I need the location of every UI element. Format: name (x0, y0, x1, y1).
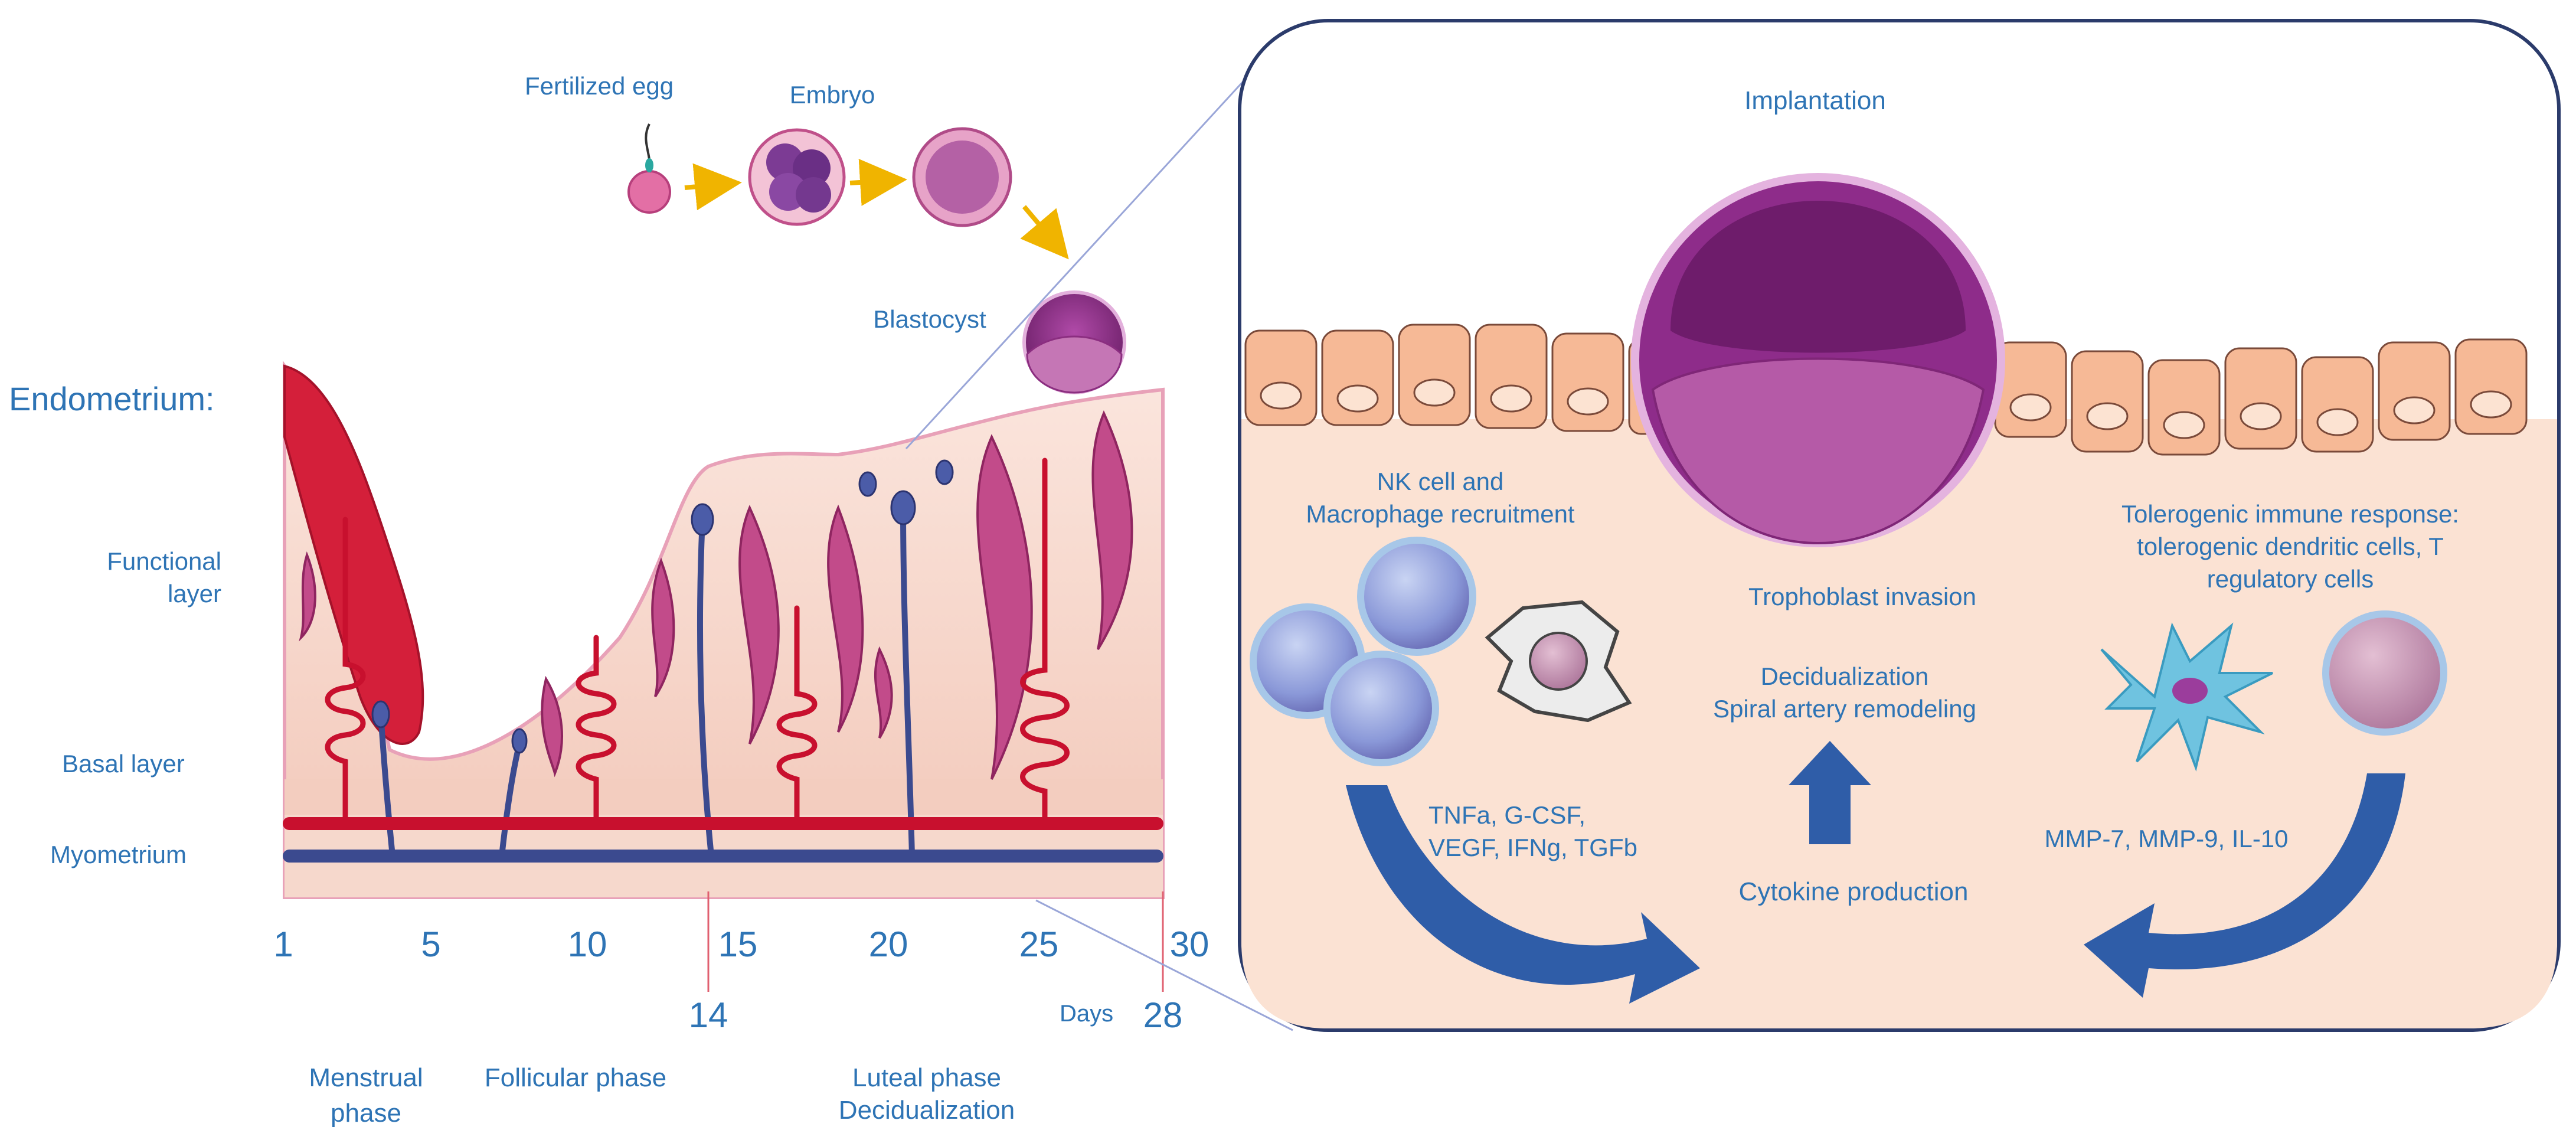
cytokines-right-label: MMP-7, MMP-9, IL-10 (2044, 825, 2288, 852)
nk-recruitment-label-2: Macrophage recruitment (1306, 500, 1575, 528)
follicular-phase-label: Follicular phase (485, 1063, 666, 1092)
luteal-phase-label-2: Decidualization (839, 1096, 1015, 1125)
day-axis: 1 5 10 15 20 25 30 14 28 Days (273, 891, 1209, 1035)
blastocoel-cavity (1671, 201, 1966, 353)
spiral-remodeling-label: Spiral artery remodeling (1713, 695, 1976, 723)
tick-label: 1 (273, 925, 293, 964)
uterine-glands (299, 410, 1133, 780)
embryo-cell (793, 149, 831, 187)
days-label: Days (1060, 1001, 1113, 1027)
fertilized-egg-label: Fertilized egg (525, 72, 674, 100)
functional-layer-label-2: layer (168, 580, 221, 607)
left-curved-arrow (1346, 785, 1700, 1004)
epithelium (1244, 324, 2528, 456)
cytokines-left-label-2: VEGF, IFNg, TGFb (1428, 834, 1637, 861)
tick-label: 10 (568, 925, 607, 964)
menstrual-phase-label-1: Menstrual (309, 1063, 423, 1092)
embryo-label: Embryo (790, 81, 875, 109)
dendritic-cell-nucleus (2172, 678, 2208, 704)
basal-layer-label: Basal layer (62, 750, 185, 778)
embryo-development: Fertilized egg Embryo Blastocyst (525, 72, 1126, 394)
tolerogenic-label-3: regulatory cells (2207, 565, 2374, 593)
development-arrow (1020, 205, 1069, 260)
t-regulatory-cell (2322, 610, 2447, 736)
vein-bulbs (371, 459, 954, 754)
tolerogenic-label-1: Tolerogenic immune response: (2121, 500, 2459, 528)
implantation-label: Implantation (1744, 86, 1886, 115)
menstrual-phase-label-2: phase (331, 1099, 401, 1128)
inner-cell-mass (1651, 357, 1985, 545)
zoom-line (1035, 899, 1293, 1031)
cytokines-left-label-1: TNFa, G-CSF, (1428, 801, 1586, 829)
nk-cell (1323, 651, 1439, 766)
fertilized-egg (627, 170, 671, 214)
tick-label: 30 (1170, 925, 1209, 964)
day-28-label: 28 (1143, 995, 1183, 1035)
menstrual-shedding (283, 364, 424, 745)
spiral-arteries (325, 458, 1070, 827)
luteal-phase-label-1: Luteal phase (852, 1063, 1001, 1092)
tolerogenic-label-2: tolerogenic dendritic cells, T (2137, 533, 2444, 560)
endometrium-label: Endometrium: (9, 380, 215, 417)
tick-label: 20 (869, 925, 908, 964)
implantation-panel: Implantation NK cell and Macrophage recr… (1238, 19, 2561, 1032)
nk-cell (1357, 537, 1476, 656)
blastocyst-inner-mass (1026, 335, 1123, 394)
tick-label: 5 (421, 925, 440, 964)
basal-layer-band (285, 779, 1163, 815)
right-curved-arrow (2084, 773, 2405, 998)
sperm-head (645, 158, 653, 172)
functional-layer-label-1: Functional (107, 547, 221, 575)
endometrium-section (283, 360, 1165, 899)
development-arrow (684, 163, 742, 211)
up-arrow (1789, 741, 1871, 844)
tick-label: 25 (1019, 925, 1059, 964)
trophoblast-invasion-label: Trophoblast invasion (1748, 583, 1976, 610)
decidualization-label: Decidualization (1761, 662, 1929, 690)
tick-label: 15 (718, 925, 758, 964)
blastocyst-label: Blastocyst (873, 305, 986, 333)
day-14-label: 14 (689, 995, 728, 1035)
myometrium-label: Myometrium (50, 841, 187, 868)
macrophage-nucleus (1529, 632, 1588, 691)
zoom-line (905, 52, 1270, 450)
panel-lower-tissue (1241, 419, 2557, 1028)
development-arrow (849, 159, 907, 206)
nk-recruitment-label-1: NK cell and (1377, 468, 1504, 495)
embryo-cell (796, 177, 831, 213)
cytokine-production-label: Cytokine production (1739, 877, 1969, 906)
morula-core (926, 141, 999, 214)
